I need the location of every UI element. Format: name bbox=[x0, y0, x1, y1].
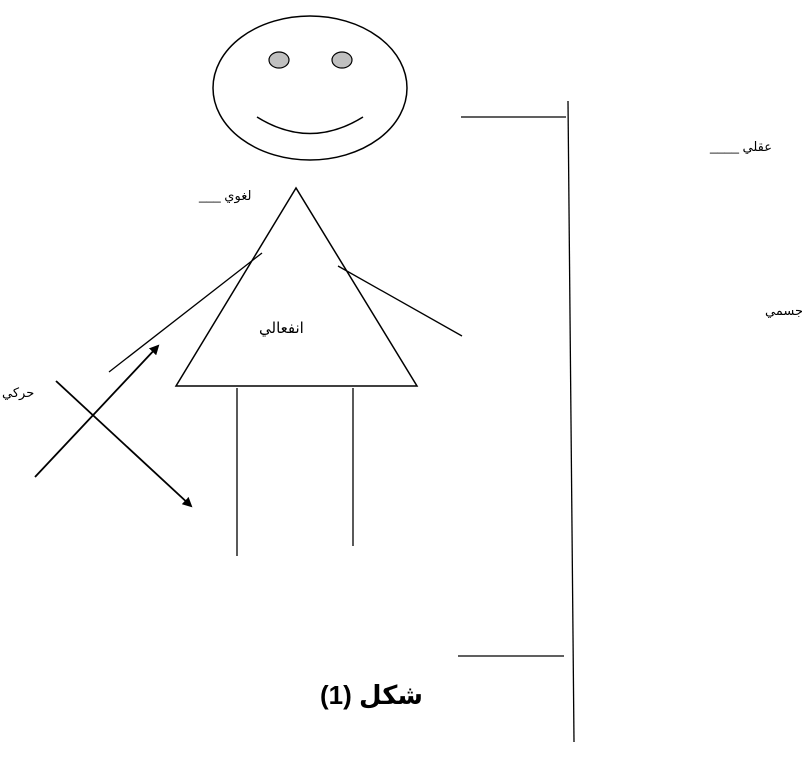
motor-arrow-down bbox=[55, 380, 193, 508]
left-arm bbox=[108, 252, 263, 373]
label-physical: جسمي bbox=[765, 303, 802, 318]
height-vertical-line bbox=[567, 100, 575, 743]
label-mental: عقلي ____ bbox=[710, 139, 773, 154]
figure-caption: شكل (1) bbox=[320, 680, 423, 710]
label-motor: حركي bbox=[2, 385, 35, 400]
head-circle bbox=[212, 15, 408, 161]
label-emotional: انفعالي bbox=[259, 320, 304, 337]
motor-arrow-up bbox=[34, 344, 160, 478]
smile bbox=[256, 116, 364, 135]
right-arm bbox=[337, 265, 463, 337]
body-triangle bbox=[174, 186, 419, 387]
left-eye bbox=[268, 51, 290, 69]
label-linguistic: لغوي ___ bbox=[199, 188, 252, 203]
right-eye bbox=[331, 51, 353, 69]
